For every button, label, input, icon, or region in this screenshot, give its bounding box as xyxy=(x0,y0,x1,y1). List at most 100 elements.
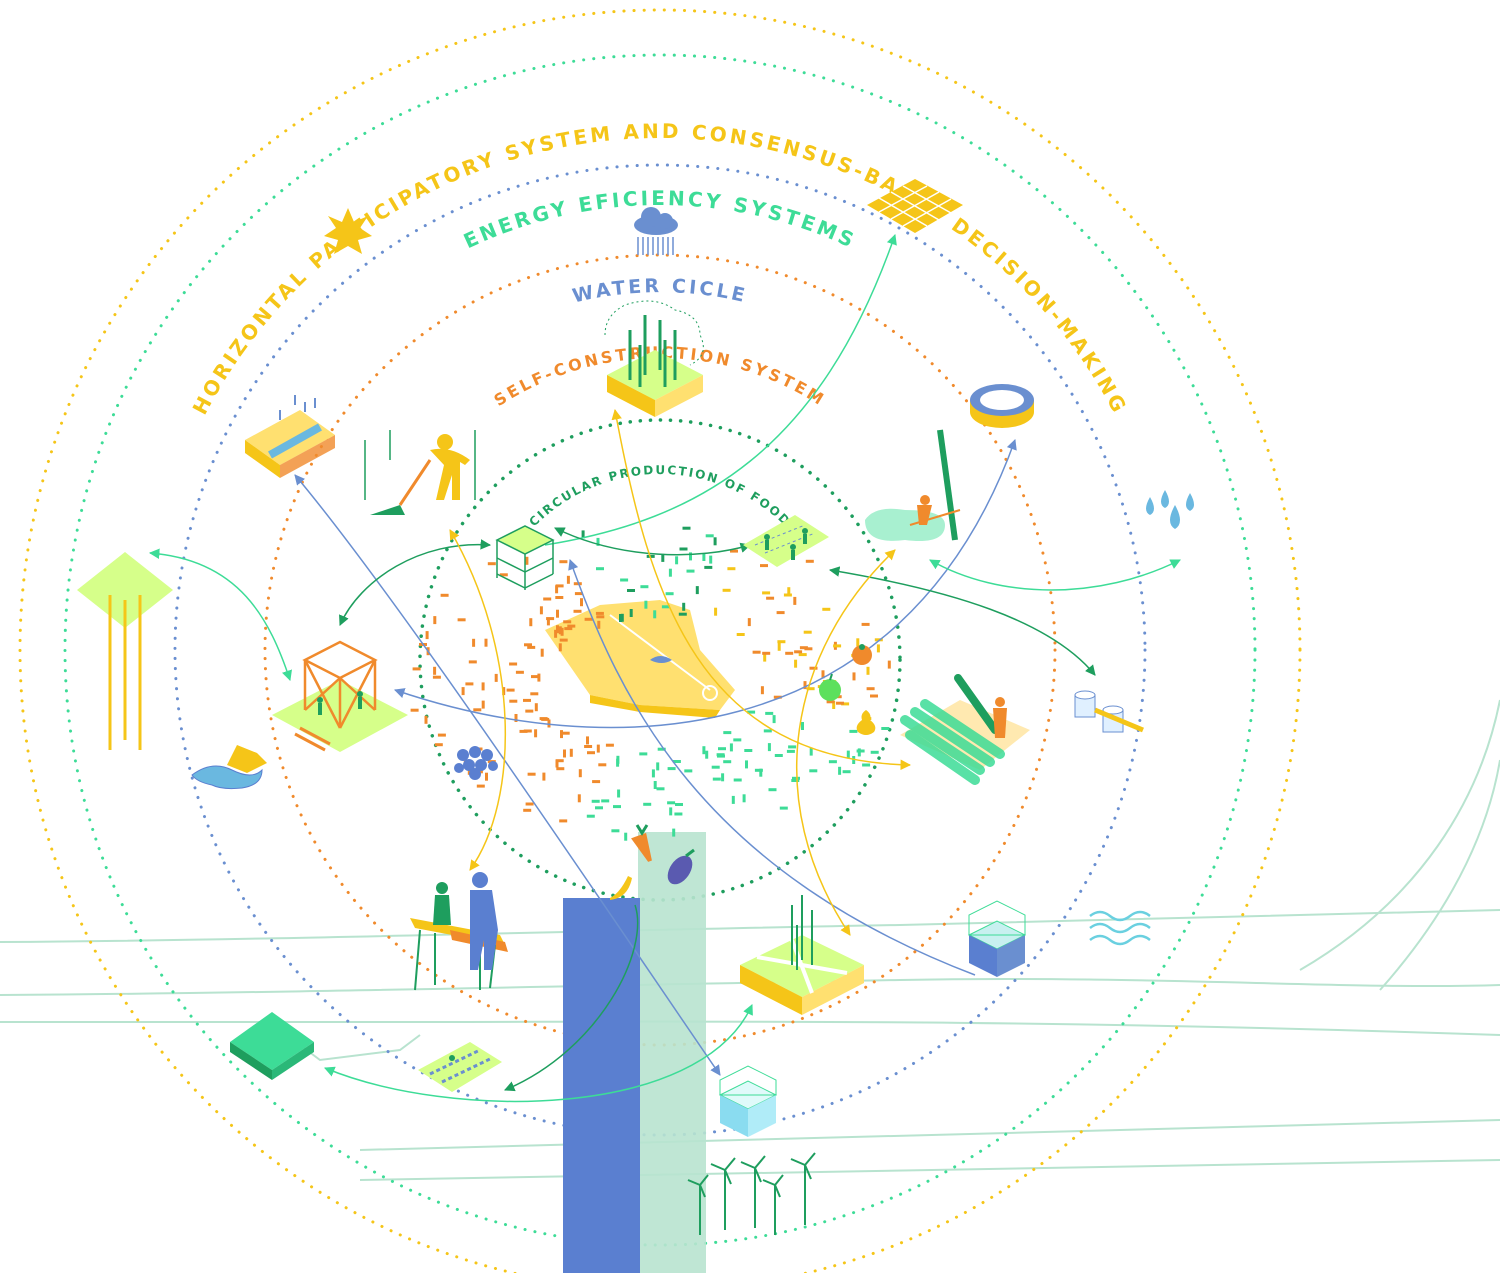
scatter-dash xyxy=(887,660,891,669)
scatter-dash xyxy=(861,622,870,626)
digging-farmer-icon xyxy=(364,430,476,515)
scatter-dash xyxy=(702,746,706,755)
scatter-dash xyxy=(534,703,538,712)
scatter-dash xyxy=(425,631,429,640)
bamboo-bundle-icon xyxy=(900,674,1030,785)
scatter-dash xyxy=(566,575,570,584)
scatter-dash xyxy=(705,534,714,538)
water-tank-ring-icon xyxy=(970,384,1034,428)
scatter-dash xyxy=(433,616,437,625)
scatter-dash xyxy=(573,609,582,613)
scatter-dash xyxy=(794,659,798,668)
scatter-dash xyxy=(656,762,660,771)
greenhouse-icon xyxy=(495,525,555,590)
scatter-dash xyxy=(862,763,871,767)
scatter-dash xyxy=(640,585,649,589)
grapes-icon xyxy=(454,746,498,780)
scatter-dash xyxy=(838,766,842,775)
scatter-dash xyxy=(584,617,593,621)
food-label: CIRCULAR PRODUCTION OF FOOD xyxy=(526,463,793,529)
scatter-dash xyxy=(556,767,565,771)
water-cubes-icon xyxy=(1074,690,1144,733)
scatter-dash xyxy=(541,717,550,721)
scatter-dash xyxy=(857,748,861,757)
scatter-dash xyxy=(709,555,713,564)
scatter-dash xyxy=(682,526,691,530)
apple-icon xyxy=(819,673,841,701)
scatter-dash xyxy=(801,722,804,730)
central-blue-bar xyxy=(563,898,640,1273)
scatter-dash xyxy=(468,660,477,664)
carpenters-icon xyxy=(410,872,508,991)
central-site-plan xyxy=(545,600,735,718)
scatter-dash xyxy=(465,682,474,686)
scatter-dash xyxy=(722,588,731,592)
scatter-dash xyxy=(595,611,604,615)
raised-beds-icon xyxy=(604,300,704,417)
scatter-dash xyxy=(412,667,421,671)
scatter-dash xyxy=(525,556,529,565)
scatter-dash xyxy=(485,772,488,781)
scatter-dash xyxy=(643,802,652,806)
scatter-dash xyxy=(674,812,683,816)
scatter-dash xyxy=(596,567,604,571)
scatter-dash xyxy=(616,758,620,767)
scatter-dash xyxy=(410,708,419,712)
scatter-dash xyxy=(788,745,797,749)
scatter-dash xyxy=(793,596,797,605)
scatter-dash xyxy=(555,596,564,599)
scatter-dash xyxy=(714,607,718,616)
water-bog-icon xyxy=(865,429,961,541)
scatter-dash xyxy=(651,769,655,778)
scatter-dash xyxy=(487,562,496,566)
pear-icon xyxy=(856,710,876,735)
scatter-dash xyxy=(705,750,709,759)
scatter-dash xyxy=(675,803,683,806)
storage-cube-icon xyxy=(967,900,1027,977)
scatter-dash xyxy=(555,759,564,763)
scatter-dash xyxy=(684,769,693,773)
scatter-dash xyxy=(586,736,589,745)
scatter-dash xyxy=(760,564,768,568)
scatter-dash xyxy=(794,650,803,654)
scatter-dash xyxy=(629,609,633,617)
scatter-dash xyxy=(772,715,776,724)
rain-garden-icon xyxy=(245,395,335,478)
scatter-dash xyxy=(729,743,733,752)
scatter-dash xyxy=(682,602,686,611)
scatter-dash xyxy=(540,648,544,657)
scatter-dash xyxy=(578,769,582,778)
scatter-dash xyxy=(718,747,726,751)
scatter-dash xyxy=(559,638,568,642)
scatter-dash xyxy=(644,600,648,609)
scatter-dash xyxy=(736,633,745,636)
scatter-dash xyxy=(543,597,552,601)
scatter-dash xyxy=(563,620,572,624)
scatter-dash xyxy=(525,709,534,713)
scatter-dash xyxy=(727,567,736,571)
scatter-dash xyxy=(667,767,676,771)
nursery-bed-icon xyxy=(418,1042,502,1092)
scatter-dash xyxy=(723,760,732,764)
scatter-dash xyxy=(711,765,720,769)
scatter-dash xyxy=(542,772,546,781)
scatter-dash xyxy=(481,700,485,709)
scatter-dash xyxy=(494,673,498,682)
scatter-dash xyxy=(668,568,672,577)
scatter-dash xyxy=(563,749,566,758)
scatter-dash xyxy=(461,687,465,696)
scatter-dash xyxy=(803,630,812,634)
scatter-dash xyxy=(587,751,595,755)
scatter-dash xyxy=(613,805,621,809)
terrain-block-icon xyxy=(230,1012,314,1080)
scatter-dash xyxy=(742,794,746,803)
scatter-dash xyxy=(611,829,620,833)
scatter-dash xyxy=(763,729,772,733)
scatter-dash xyxy=(523,808,532,812)
scatter-dash xyxy=(559,560,568,564)
scatter-dash xyxy=(752,650,761,654)
scatter-dash xyxy=(527,772,536,776)
scatter-dash xyxy=(484,638,488,647)
scatter-dash xyxy=(791,779,800,782)
governance-ring xyxy=(18,8,1302,1273)
